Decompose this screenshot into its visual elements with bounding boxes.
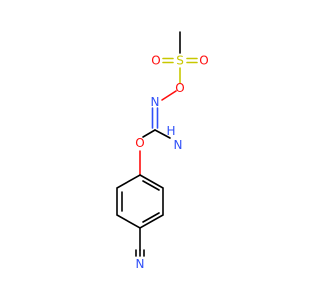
atom-o-ether: O [135, 136, 144, 150]
ring-inner-2 [142, 212, 160, 223]
atom-nh2-n: N [174, 138, 183, 152]
atom-o-sulfonyl-left: O [151, 54, 160, 68]
bond-o-n [161, 90, 177, 101]
bond-c-nh2 [154, 129, 171, 139]
bonds [116, 31, 198, 257]
atom-o-oxime: O [175, 81, 184, 95]
atom-nh2-h: H [166, 124, 175, 138]
atom-n-imine: N [151, 95, 160, 109]
structure-canvas: O S O O N H N O N [116, 31, 209, 272]
atom-labels: O S O O N H N O N [135, 54, 208, 272]
atom-o-sulfonyl-right: O [199, 54, 208, 68]
atom-n-nitrile: N [136, 257, 145, 271]
ring-inner-1 [142, 180, 160, 191]
atom-s: S [176, 54, 184, 68]
molecule-structure: O S O O N H N O N [116, 31, 209, 272]
bond-c-o-ether [142, 129, 156, 138]
benzene-ring [116, 174, 164, 229]
